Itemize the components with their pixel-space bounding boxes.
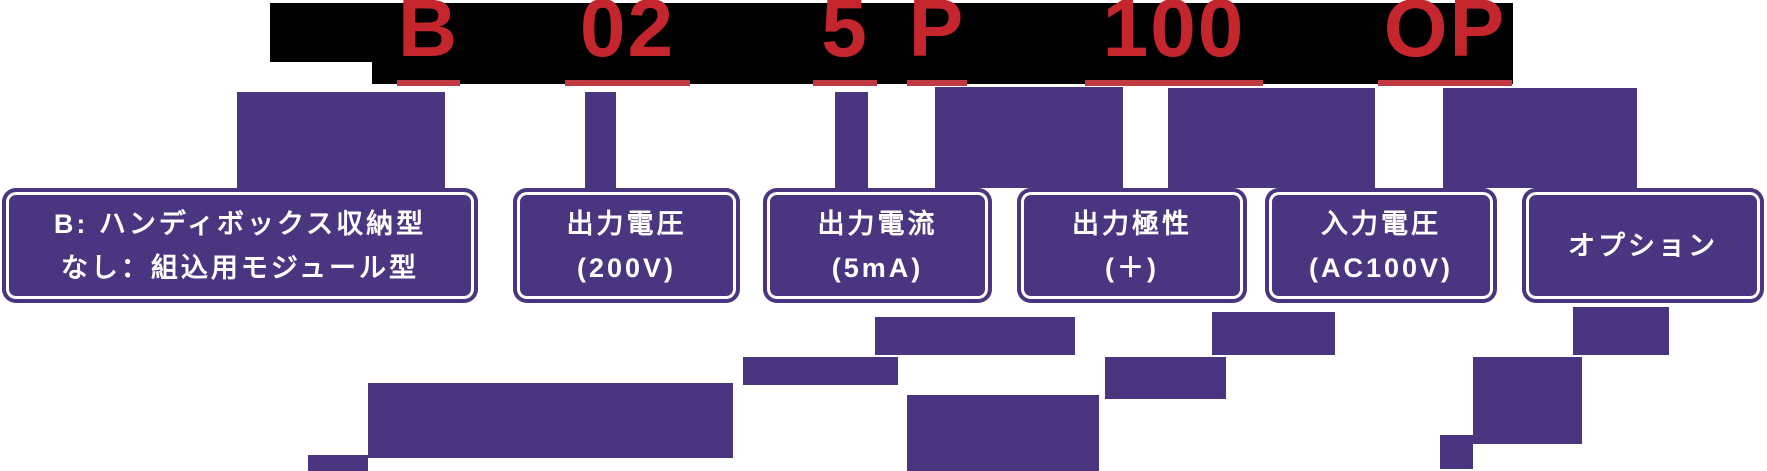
- code-text-02: 02: [579, 0, 676, 74]
- code-background-band-top: [270, 3, 1513, 62]
- code-text-OP: OP: [1383, 0, 1507, 74]
- box-output-polarity-line1: 出力極性: [1072, 208, 1192, 239]
- connector-100: [1168, 88, 1375, 188]
- box-option: オプション: [1522, 188, 1764, 303]
- code-segment-5: 5: [813, 0, 877, 87]
- code-segment-100: 100: [1085, 0, 1263, 87]
- box-model-type-line2: なし：組込用モジュール型: [60, 252, 420, 283]
- step-block-right-3: [1573, 307, 1669, 355]
- box-output-current-line2: (5mA): [831, 252, 924, 283]
- step-block-right-1: [1440, 435, 1473, 469]
- box-input-voltage: 入力電圧 (AC100V): [1265, 188, 1497, 303]
- code-text-B: B: [397, 0, 460, 74]
- step-block-left-4: [875, 317, 1075, 355]
- code-underline-5: [813, 80, 877, 86]
- connector-5: [835, 92, 868, 188]
- code-text-100: 100: [1102, 0, 1246, 74]
- code-underline-02: [565, 80, 690, 86]
- box-model-type: B: ハンディボックス収納型 なし：組込用モジュール型: [2, 188, 478, 303]
- box-output-current-line1: 出力電流: [817, 208, 938, 239]
- step-block-middle-1: [907, 395, 1099, 471]
- code-underline-P: [907, 80, 967, 86]
- box-model-type-line1: B: ハンディボックス収納型: [53, 208, 427, 239]
- connector-B: [237, 92, 445, 188]
- box-output-voltage-line2: (200V): [576, 252, 677, 283]
- box-output-voltage: 出力電圧 (200V): [513, 188, 740, 303]
- connector-02: [585, 92, 616, 188]
- step-block-left-3: [743, 357, 898, 385]
- connector-P: [935, 87, 1123, 188]
- step-block-right-2: [1473, 357, 1582, 444]
- connector-OP: [1443, 88, 1637, 188]
- code-text-5: 5: [821, 0, 869, 74]
- box-output-current: 出力電流 (5mA): [763, 188, 992, 303]
- code-background-band-bottom: [372, 62, 1513, 84]
- code-underline-B: [397, 80, 460, 86]
- step-block-middle-2: [1105, 357, 1226, 399]
- code-text-P: P: [908, 0, 966, 74]
- box-output-voltage-line1: 出力電圧: [566, 208, 687, 239]
- code-segment-02: 02: [565, 0, 690, 87]
- box-output-polarity-line2: (＋): [1105, 252, 1159, 283]
- step-block-middle-3: [1212, 312, 1335, 355]
- step-block-left-1: [308, 455, 368, 471]
- step-block-left-2: [368, 383, 733, 458]
- box-output-polarity: 出力極性 (＋): [1017, 188, 1247, 303]
- code-segment-OP: OP: [1378, 0, 1512, 87]
- box-input-voltage-line1: 入力電圧: [1321, 208, 1441, 239]
- code-segment-P: P: [907, 0, 967, 87]
- code-underline-100: [1085, 80, 1263, 86]
- code-segment-B: B: [397, 0, 460, 87]
- box-input-voltage-line2: (AC100V): [1308, 252, 1454, 283]
- code-underline-OP: [1378, 80, 1512, 86]
- box-option-line1: オプション: [1568, 230, 1718, 261]
